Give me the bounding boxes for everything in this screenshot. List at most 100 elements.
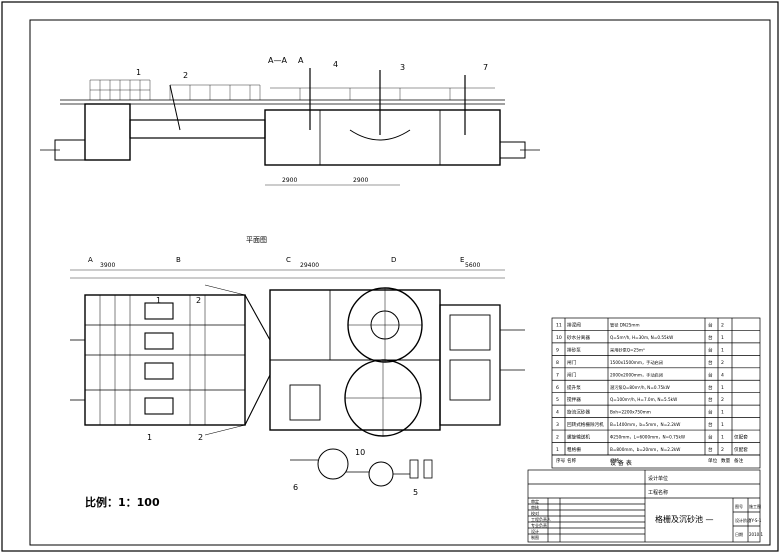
- table-cell-unit: 台: [708, 322, 713, 329]
- table-cell-name: 螺旋输送机: [567, 434, 590, 441]
- table-cell-name: 砂水分离器: [567, 334, 590, 341]
- plan-callout-top-2: 2: [196, 296, 201, 305]
- table-cell-no: 5: [556, 397, 559, 403]
- table-header-qty: 数量: [721, 457, 731, 464]
- axis-d: D: [391, 256, 396, 264]
- table-cell-no: 11: [556, 323, 562, 329]
- tb-left-4: 专业负责: [531, 522, 547, 528]
- table-cell-name: 闸门: [567, 359, 577, 366]
- table-cell-no: 2: [556, 435, 559, 441]
- section-dim-1: 2900: [282, 177, 297, 184]
- tb-right-1: 设计阶段: [735, 517, 751, 523]
- drawing-title: 格栅及沉砂池 —: [655, 514, 714, 524]
- table-cell-note: 仅配套: [734, 446, 748, 453]
- plan-labels: 平面图 3900 29400 5600 A B C D E 1 2 1 2 6 …: [85, 236, 480, 509]
- table-cell-spec: B=1400mm，b=5mm，N=2.2kW: [610, 422, 680, 428]
- table-cell-no: 7: [556, 372, 559, 378]
- table-cell-unit: 台: [708, 346, 713, 353]
- table-cell-name: 排砂泵: [567, 346, 581, 353]
- table-cell-qty: 2: [721, 397, 724, 403]
- table-cell-no: 9: [556, 347, 559, 353]
- title-block-text: 设计单位 工程名称 格栅及沉砂池 — 审定 审核 校对 工程负责人 专业负责 设…: [531, 475, 763, 540]
- table-cell-unit: 台: [708, 371, 713, 378]
- plan-callout-bottom-5: 5: [413, 488, 418, 497]
- plan-callout-bottom-2: 2: [198, 433, 203, 442]
- table-cell-qty: 2: [721, 360, 724, 366]
- table-cell-qty: 1: [721, 335, 724, 341]
- table-cell-name: 粗格栅: [567, 446, 581, 453]
- table-cell-qty: 1: [721, 347, 724, 353]
- axis-a: A: [88, 256, 93, 264]
- table-cell-unit: 台: [708, 446, 713, 453]
- table-header-note: 备注: [734, 457, 744, 464]
- table-header-no: 序号: [556, 457, 566, 464]
- table-cell-qty: 1: [721, 410, 724, 416]
- tb-left-3: 工程负责人: [531, 516, 551, 522]
- table-cell-no: 10: [556, 335, 562, 341]
- table-cell-spec: Φ250mm，L=6000mm，N=0.75kW: [610, 435, 685, 441]
- table-cell-name: 搅拌器: [567, 396, 581, 403]
- scale-label: 比例：1：100: [85, 495, 160, 509]
- table-cell-name: 旋流沉砂器: [567, 409, 590, 416]
- table-cell-unit: 台: [708, 434, 713, 441]
- table-cell-name: 排泥阀: [567, 322, 581, 329]
- plan-callout-bottom-6: 6: [293, 483, 298, 492]
- table-header-spec: 规格: [610, 457, 620, 464]
- section-dim-2: 2900: [353, 177, 368, 184]
- table-cell-spec: B=800mm，b=20mm，N=2.2kW: [610, 447, 680, 453]
- section-callout-4: 4: [333, 60, 338, 69]
- table-cell-no: 1: [556, 447, 559, 453]
- table-cell-unit: 台: [708, 409, 713, 416]
- table-cell-name: 提升泵: [567, 384, 581, 391]
- plan-dim-1: 3900: [100, 262, 115, 269]
- table-cell-qty: 1: [721, 435, 724, 441]
- plan-callout-bottom-1: 1: [147, 433, 152, 442]
- plan-callout-top-1: 1: [156, 296, 161, 305]
- table-cell-unit: 台: [708, 396, 713, 403]
- tb-left-0: 审定: [531, 498, 539, 504]
- tb-right-0: 图号: [735, 503, 743, 509]
- table-cell-note: 仅配套: [734, 434, 748, 441]
- table-cell-spec: Q=100m³/h, H=7.0m, N=5.5kW: [610, 397, 677, 402]
- table-cell-unit: 台: [708, 421, 713, 428]
- design-unit-label: 设计单位: [648, 475, 668, 482]
- table-cell-qty: 2: [721, 447, 724, 453]
- title-block: [527, 469, 761, 543]
- tb-value-2: 2010.1: [749, 532, 763, 537]
- inner-border: [29, 19, 771, 546]
- plan-view: [70, 269, 525, 487]
- tb-left-5: 设计: [531, 528, 539, 534]
- table-cell-qty: 4: [721, 372, 724, 378]
- table-cell-spec: 2000x2000mm，手动启闭: [610, 371, 663, 378]
- table-cell-name: 闸门: [567, 371, 577, 378]
- table-cell-spec: Bxh=2200x750mm: [610, 410, 651, 415]
- table-cell-spec: 潜污泵Q=80m³/h, N=0.75kW: [610, 384, 670, 391]
- section-labels: A—A A 1 2 4 3 7 2900 2900: [136, 56, 488, 184]
- tb-left-6: 制图: [531, 534, 539, 540]
- plan-title: 平面图: [246, 236, 267, 244]
- tb-value-0: 施工图: [749, 503, 761, 509]
- plan-callout-bottom-10: 10: [355, 448, 365, 457]
- project-label: 工程名称: [648, 489, 668, 496]
- section-callout-7: 7: [483, 63, 488, 72]
- tb-right-2: 日期: [735, 531, 743, 537]
- table-cell-qty: 1: [721, 385, 724, 391]
- section-callout-3: 3: [400, 63, 405, 72]
- table-cell-spec: 1500x1500mm，手动启闭: [610, 359, 663, 366]
- table-header-unit: 单位: [708, 457, 718, 464]
- section-cut-label: A—A: [268, 56, 287, 65]
- plan-dim-2: 29400: [300, 262, 319, 269]
- axis-e: E: [460, 256, 464, 264]
- table-cell-unit: 台: [708, 334, 713, 341]
- table-cell-no: 3: [556, 422, 559, 428]
- table-cell-spec: Q=5m³/h, H=30m, N=0.55kW: [610, 335, 673, 340]
- axis-b: B: [176, 256, 181, 264]
- table-cell-unit: 台: [708, 384, 713, 391]
- tb-left-2: 校对: [531, 510, 539, 516]
- plan-dim-3: 5600: [465, 262, 480, 269]
- table-header-name: 名称: [567, 457, 577, 464]
- table-cell-spec: 采用砂泵Q=25m³: [610, 346, 645, 353]
